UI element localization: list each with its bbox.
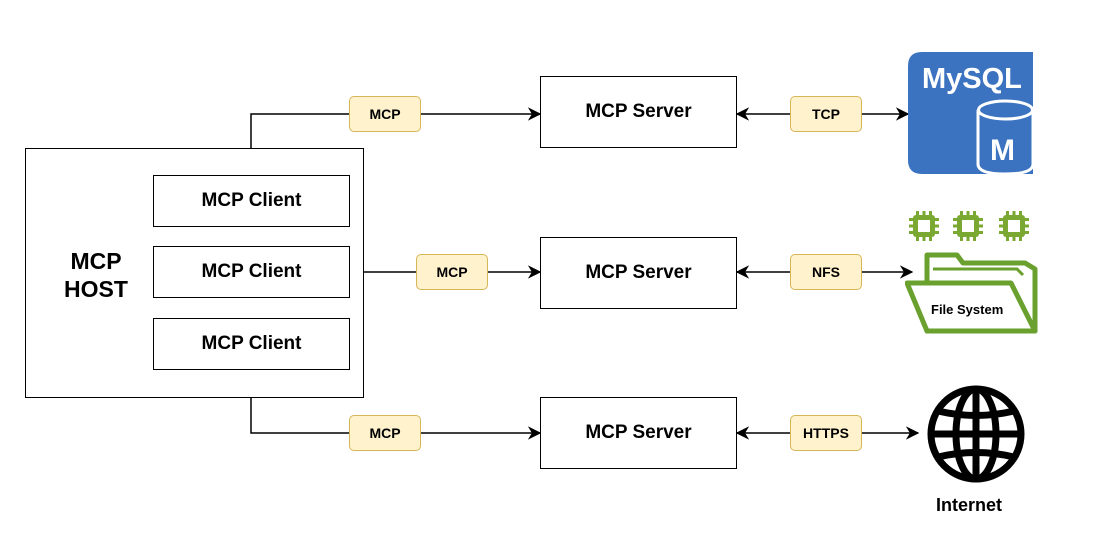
- mcp-client-3[interactable]: MCP Client: [153, 318, 350, 370]
- protocol-tag-tcp: TCP: [790, 96, 862, 132]
- mcp-server-3[interactable]: MCP Server: [540, 397, 737, 469]
- mysql-logo-text: MySQL: [922, 63, 1022, 95]
- protocol-tag-https: HTTPS: [790, 415, 862, 451]
- mcp-host-label-line1: MCP: [70, 248, 122, 274]
- protocol-tag-mcp-3: MCP: [349, 415, 421, 451]
- file-system-label: File System: [931, 302, 1003, 317]
- protocol-tag-mcp-2: MCP: [416, 254, 488, 290]
- mysql-badge-text: M: [990, 134, 1015, 167]
- mcp-server-2[interactable]: MCP Server: [540, 237, 737, 309]
- file-system-folder-icon: File System: [904, 207, 1040, 337]
- protocol-tag-mcp-1: MCP: [349, 96, 421, 132]
- internet-label: Internet: [936, 495, 1003, 515]
- mcp-client-1[interactable]: MCP Client: [153, 175, 350, 227]
- mcp-client-2[interactable]: MCP Client: [153, 246, 350, 298]
- protocol-tag-nfs: NFS: [790, 254, 862, 290]
- mcp-server-1[interactable]: MCP Server: [540, 76, 737, 148]
- mysql-database-icon: MySQL M: [908, 52, 1035, 176]
- mcp-host-label: MCP HOST: [54, 247, 138, 303]
- internet-globe-icon: [918, 384, 1034, 484]
- mcp-host-label-line2: HOST: [64, 276, 128, 302]
